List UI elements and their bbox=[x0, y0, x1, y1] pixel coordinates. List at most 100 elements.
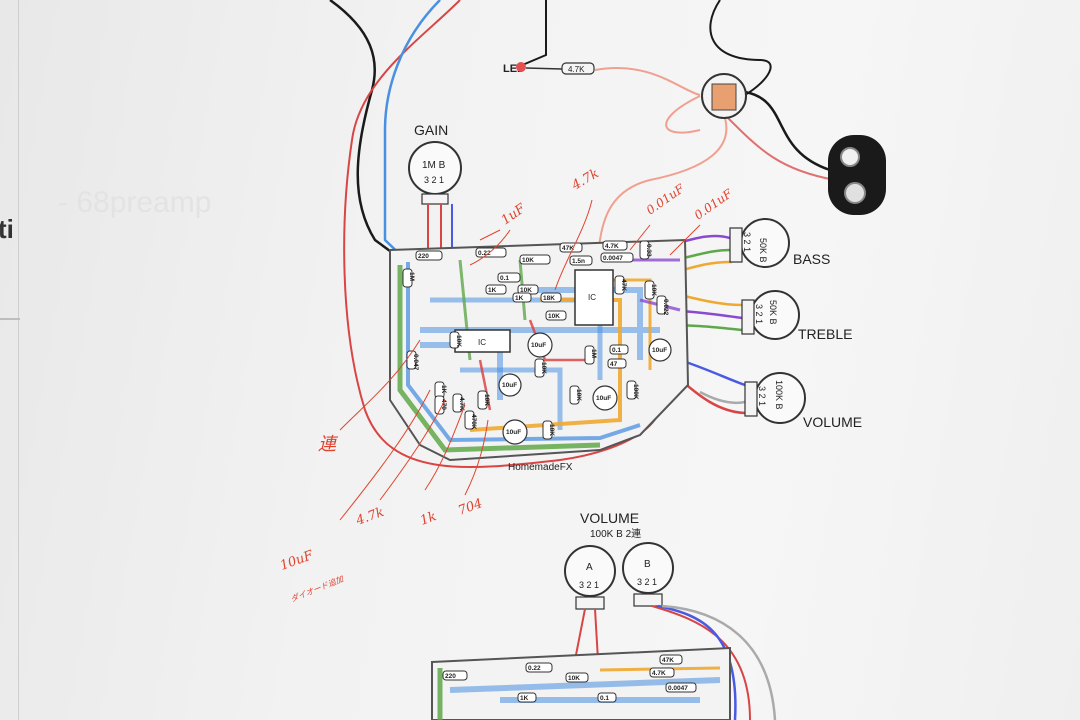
lower-pcb-component-label: 10K bbox=[568, 675, 580, 682]
lower-pot-a-icon bbox=[564, 545, 616, 597]
pcb-component: 18K bbox=[540, 292, 562, 303]
pcb-component: 10K bbox=[449, 331, 462, 349]
wire-black-battery bbox=[744, 90, 831, 172]
lower-pcb-component-label: 0.0047 bbox=[668, 685, 688, 692]
pcb-component: 1K bbox=[485, 284, 507, 295]
wire-black-input bbox=[329, 0, 406, 264]
volume-value: 100K B bbox=[774, 380, 784, 410]
tab-fragment[interactable]: ti bbox=[0, 214, 14, 244]
pcb-component: 4.7K bbox=[452, 393, 465, 413]
annotation-ren: 連 bbox=[318, 434, 339, 455]
lower-pcb-component: 10K bbox=[565, 672, 589, 683]
pcb-component-label: 10K bbox=[455, 335, 462, 347]
led-lead bbox=[525, 67, 563, 70]
pcb-component-label: 0.22 bbox=[478, 250, 491, 257]
pcb-component-label: 0.022 bbox=[662, 299, 669, 316]
pcb-component: 10K bbox=[477, 390, 490, 410]
wire-blue-input bbox=[383, 0, 441, 263]
annotation-1k: 1k bbox=[418, 509, 438, 529]
bass-label: BASS bbox=[793, 251, 830, 267]
pcb-component: 0.22 bbox=[475, 247, 507, 258]
lower-pcb-component: 220 bbox=[442, 670, 468, 681]
pcb-component: 4.7K bbox=[602, 240, 628, 251]
pcb-component-label: 10K bbox=[540, 362, 547, 374]
pcb-component: 1M bbox=[402, 268, 415, 288]
gain-pins: 3 2 1 bbox=[424, 175, 444, 185]
pcb-component-label: 470K bbox=[470, 414, 477, 430]
pcb-component-label: 10uF bbox=[531, 342, 546, 349]
bass-value: 50K B bbox=[758, 238, 768, 263]
board-brand: HomemadeFX bbox=[508, 462, 573, 473]
wire-black-jack bbox=[709, 0, 772, 96]
lower-pcb-component: 0.1 bbox=[597, 692, 617, 703]
pcb-component: 0.022 bbox=[656, 295, 669, 316]
treble-value: 50K B bbox=[768, 300, 778, 325]
pcb-component-label: 0.0047 bbox=[603, 255, 623, 262]
wire-pink-dc bbox=[597, 109, 728, 261]
lower-pcb-component-label: 1K bbox=[520, 695, 529, 702]
pcb-component: 1.5n bbox=[569, 255, 593, 266]
lower-pot-a-base bbox=[575, 596, 605, 610]
pcb-component: 470 bbox=[434, 395, 447, 415]
pcb-component-label: 10K bbox=[520, 287, 532, 294]
lower-pot-b-label: B bbox=[644, 559, 651, 570]
lower-pcb-component: 47K bbox=[659, 654, 683, 665]
lower-pcb-component-label: 4.7K bbox=[652, 670, 666, 677]
pcb-component-label: 10K bbox=[575, 389, 582, 401]
volume-pot-base bbox=[744, 381, 758, 417]
dc-jack-body bbox=[711, 83, 737, 111]
pcb-component-label: 0.1 bbox=[500, 275, 509, 282]
lower-pot-a-pins: 3 2 1 bbox=[579, 580, 599, 590]
pcb-component-label: 10K bbox=[483, 394, 490, 406]
lower-volume-title: VOLUME bbox=[580, 510, 639, 526]
bass-pot-base bbox=[729, 227, 743, 263]
ic-chip-2 bbox=[574, 269, 614, 326]
treble-pins: 3 2 1 bbox=[754, 304, 764, 324]
pcb-component-label: 10uF bbox=[506, 429, 521, 436]
pcb-component-label: 220 bbox=[418, 253, 429, 260]
lower-pcb-components: 220 0.22 10K 47K 4.7K 0.0047 0.1 1K bbox=[442, 654, 697, 703]
pcb-component: 100K bbox=[626, 380, 639, 400]
pcb-component-label: 10uF bbox=[596, 395, 611, 402]
pcb-component-label: 1.5n bbox=[572, 258, 585, 265]
pcb-component: 0.33 bbox=[639, 240, 652, 260]
led-resistor bbox=[561, 62, 595, 75]
pcb-component: 220 bbox=[415, 250, 443, 261]
left-panel-divider bbox=[0, 318, 20, 320]
ic-label-2: IC bbox=[588, 293, 596, 302]
wire-volume-blue bbox=[679, 358, 746, 387]
pcb-component: 47K bbox=[559, 242, 583, 253]
pcb-component: 10uF bbox=[648, 338, 672, 362]
annotation-4-7k-top: 4.7k bbox=[569, 166, 602, 194]
lower-pcb-component: 1K bbox=[517, 692, 537, 703]
pcb-component-label: 4.7K bbox=[605, 243, 619, 250]
pcb-component-label: 18K bbox=[548, 424, 555, 436]
lower-pcb-component-label: 220 bbox=[445, 673, 456, 680]
volume-pins: 3 2 1 bbox=[757, 386, 767, 406]
pcb-component-label: 4.7K bbox=[458, 397, 465, 411]
lower-pcb-component-label: 0.22 bbox=[528, 665, 541, 672]
lower-pcb-component: 4.7K bbox=[649, 667, 675, 678]
wire-red-battery bbox=[727, 117, 836, 181]
wire-volume-grey bbox=[699, 390, 746, 405]
lower-pcb-component: 0.0047 bbox=[665, 682, 697, 693]
pcb-component: 0.1 bbox=[609, 344, 629, 355]
pcb-component-label: 10K bbox=[548, 313, 560, 320]
led-icon bbox=[516, 62, 526, 72]
pcb-component-label: 470 bbox=[440, 399, 447, 410]
pcb-component: 0.0047 bbox=[600, 252, 634, 263]
pcb-component-label: 1K bbox=[515, 295, 524, 302]
annotation-704: 704 bbox=[456, 496, 484, 519]
treble-label: TREBLE bbox=[798, 326, 852, 342]
annotation-4-7k-bottom: 4.7k bbox=[353, 505, 386, 529]
pcb-component-label: 10uF bbox=[652, 347, 667, 354]
pcb-component-label: 1K bbox=[488, 287, 497, 294]
led-resistor-label: 4.7K bbox=[568, 65, 585, 74]
pcb-component: 1K bbox=[512, 292, 532, 303]
lower-wire-blue-b bbox=[657, 604, 737, 720]
pcb-component: 10uF bbox=[498, 373, 522, 397]
gain-value: 1M B bbox=[422, 160, 446, 171]
volume-label: VOLUME bbox=[803, 414, 862, 430]
